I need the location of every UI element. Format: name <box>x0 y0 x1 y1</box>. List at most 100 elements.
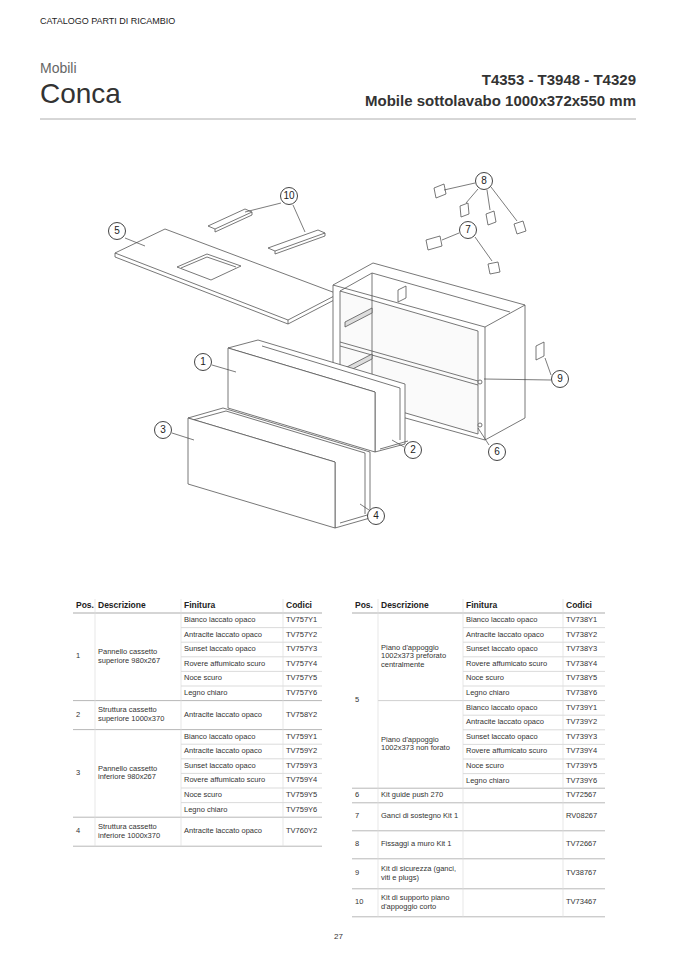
part-code: TV38767 <box>566 869 596 878</box>
table-text: Legno chiaro <box>466 689 509 698</box>
table-cell: TV738Y3 <box>563 642 605 657</box>
callout-number: 7 <box>465 225 471 235</box>
callout-number: 2 <box>410 445 416 455</box>
table-text: Rovere affumicato scuro <box>466 660 547 669</box>
callout-circle: 9 <box>551 370 569 388</box>
support-bar-edge <box>215 212 325 254</box>
table-text: Antracite laccato opaco <box>466 631 544 640</box>
table-rule <box>352 888 605 889</box>
leader-line <box>245 203 305 232</box>
safety-bracket <box>398 286 544 360</box>
part-code: TV739Y3 <box>566 733 597 742</box>
table-text: Piano d'appoggio 1002x373 non forato <box>381 736 460 753</box>
table-text: Kit di sicurezza (ganci, viti e plugs) <box>381 865 460 882</box>
table-cell: TV38767 <box>563 859 605 889</box>
table-text: Sunset laccato opaco <box>466 733 538 742</box>
table-rule <box>73 700 322 701</box>
table-cell: TV738Y2 <box>563 628 605 643</box>
table-rule <box>378 700 605 701</box>
lower-drawer-panel <box>188 418 335 528</box>
table-cell: TV738Y1 <box>563 613 605 628</box>
leader-line <box>172 433 194 440</box>
table-rule <box>181 671 322 672</box>
table-text: Bianco laccato opaco <box>184 733 255 742</box>
table-rule <box>463 773 605 774</box>
table-rule <box>352 830 605 831</box>
drawer-slide <box>345 308 372 373</box>
table-cell: Legno chiaro <box>463 774 563 789</box>
table-cell: Rovere affumicato scuro <box>181 773 283 788</box>
part-code: TV739Y6 <box>566 777 597 786</box>
table-text: Piano d'appoggio 1002x373 preforato cent… <box>381 644 460 670</box>
table-text: Kit guide push 270 <box>381 791 443 800</box>
table-text: Legno chiaro <box>184 689 227 698</box>
part-code: TV739Y4 <box>566 747 597 756</box>
table-cell: 6 <box>352 788 378 803</box>
product-description: Mobile sottolavabo 1000x372x550 mm <box>365 92 636 109</box>
table-rule <box>73 817 322 818</box>
table-text: Sunset laccato opaco <box>184 762 256 771</box>
callout-number: 3 <box>160 425 166 435</box>
table-cell: TV739Y5 <box>563 759 605 774</box>
part-code: TV759Y1 <box>286 733 317 742</box>
table-cell: Piano d'appoggio 1002x373 preforato cent… <box>378 613 463 701</box>
table-cell: Bianco laccato opaco <box>181 613 283 628</box>
part-code: TV760Y2 <box>286 827 317 836</box>
callout-circle: 7 <box>459 221 477 239</box>
table-header: Codici <box>286 601 312 611</box>
category-label: Mobili <box>40 60 77 76</box>
table-cell: Struttura cassetto superiore 1000x370 <box>95 701 181 730</box>
fixing-stud <box>478 423 482 427</box>
table-cell: Antracite laccato opaco <box>463 715 563 730</box>
table-rule <box>352 613 605 614</box>
page-title: Conca <box>40 78 121 110</box>
part-code: TV759Y5 <box>286 791 317 800</box>
table-rule <box>463 744 605 745</box>
page-number: 27 <box>334 932 343 941</box>
table-cell: TV759Y2 <box>283 744 322 759</box>
table-cell: TV759Y3 <box>283 759 322 774</box>
table-cell: Antracite laccato opaco <box>463 628 563 643</box>
table-text: Bianco laccato opaco <box>466 704 537 713</box>
table-cell: TV739Y3 <box>563 730 605 745</box>
table-cell: TV757Y1 <box>283 613 322 628</box>
callout-circle: 3 <box>154 421 172 439</box>
table-cell: TV739Y2 <box>563 715 605 730</box>
callout-circle: 1 <box>194 353 212 371</box>
table-rule <box>73 729 322 730</box>
table-cell: 5 <box>352 613 378 788</box>
table-rule <box>463 627 605 628</box>
table-cell: Legno chiaro <box>181 803 283 818</box>
callout-number: 1 <box>200 357 206 367</box>
callout-circle: 4 <box>367 507 385 525</box>
table-rule <box>181 744 322 745</box>
table-cell: 9 <box>352 859 378 889</box>
position-number: 2 <box>76 711 80 720</box>
table-rule <box>181 627 322 628</box>
table-cell: 7 <box>352 803 378 831</box>
table-cell: Pos. <box>73 599 95 613</box>
table-cell: Noce scuro <box>181 671 283 686</box>
table-cell: TV757Y6 <box>283 686 322 701</box>
table-cell: Piano d'appoggio 1002x373 non forato <box>378 701 463 789</box>
table-text: Bianco laccato opaco <box>466 616 537 625</box>
part-code: TV757Y2 <box>286 631 317 640</box>
table-text: Antracite laccato opaco <box>184 711 262 720</box>
hook-part <box>426 184 526 274</box>
table-text: Legno chiaro <box>466 777 509 786</box>
callout-circle: 6 <box>488 443 506 461</box>
part-code: TV739Y1 <box>566 704 597 713</box>
table-rule <box>352 788 605 789</box>
part-code: TV72667 <box>566 840 596 849</box>
table-header: Descrizione <box>98 601 146 611</box>
part-code: TV738Y5 <box>566 674 597 683</box>
table-cell: TV738Y6 <box>563 686 605 701</box>
table-text: Antracite laccato opaco <box>184 827 262 836</box>
part-code: TV759Y4 <box>286 776 317 785</box>
table-rule <box>181 686 322 687</box>
part-code: TV739Y5 <box>566 762 597 771</box>
table-cell: TV739Y1 <box>563 701 605 716</box>
fixing-stud <box>478 380 482 384</box>
table-rule <box>463 642 605 643</box>
position-number: 7 <box>355 812 359 821</box>
